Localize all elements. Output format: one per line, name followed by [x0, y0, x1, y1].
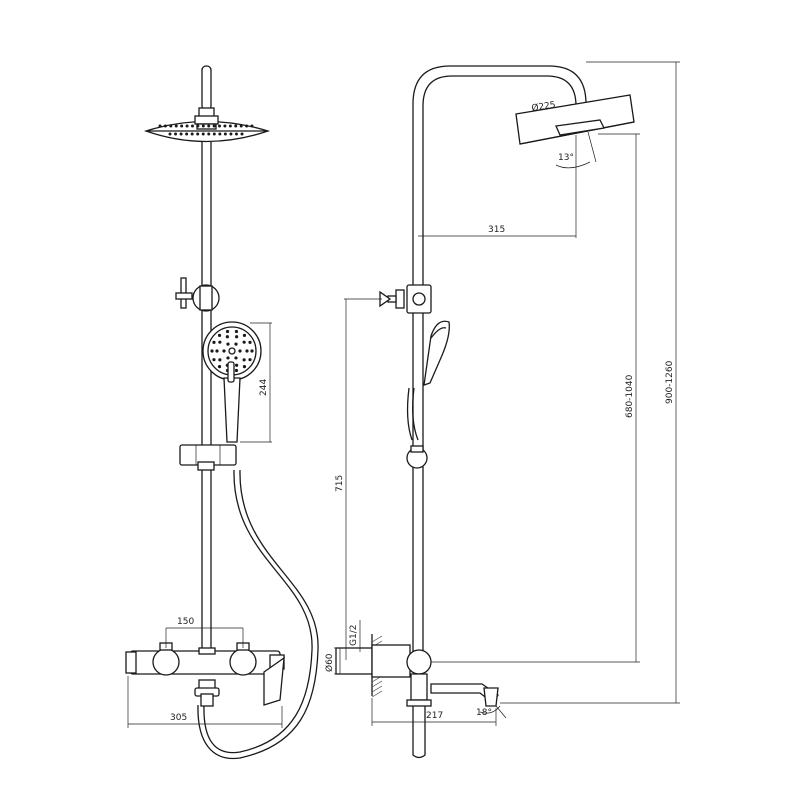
front-view: 150 305 244 [125, 65, 319, 760]
dim-680-1040-label: 680-1040 [625, 374, 635, 418]
side-riser-inner [422, 75, 577, 652]
front-slider-holder [179, 444, 237, 471]
side-rain-shower-head: Ø225 [515, 94, 635, 145]
dim-900-1260: 900-1260 [500, 61, 680, 704]
dim-715: 715 [335, 298, 382, 660]
angle-18: 18° [476, 705, 507, 719]
dim-305: 305 [127, 676, 283, 728]
dim-244: 244 [240, 322, 272, 443]
hand-shower-nozzles [210, 329, 254, 373]
front-top-pipe [201, 65, 212, 111]
dim-217: 217 [371, 698, 497, 726]
angle-13-label: 13° [558, 153, 574, 163]
angle-18-label: 18° [476, 708, 492, 718]
dim-680-1040: 680-1040 [431, 133, 640, 663]
front-rain-shower-head [143, 115, 271, 143]
dim-150: 150 [165, 617, 244, 648]
dia-60-label: Ø60 [324, 653, 335, 672]
dim-715-label: 715 [335, 475, 345, 492]
front-hand-shower [202, 321, 262, 443]
dim-900-1260-label: 900-1260 [665, 360, 675, 404]
dim-315-label: 315 [488, 225, 505, 235]
thread-g12: G1/2 [349, 620, 361, 652]
front-mixer-valve [125, 642, 285, 707]
rain-head-nozzles [158, 124, 254, 136]
thread-g12-label: G1/2 [349, 625, 359, 646]
dim-305-label: 305 [170, 713, 187, 723]
front-hose-outer [203, 469, 313, 754]
front-hose-inner [197, 469, 319, 760]
side-riser-outer [412, 65, 587, 652]
dim-150-label: 150 [177, 617, 194, 627]
side-hand-shower [406, 320, 450, 441]
dim-315: 315 [418, 225, 576, 237]
side-slider-holder [406, 445, 428, 469]
dim-217-label: 217 [426, 711, 443, 721]
dim-244-label: 244 [259, 379, 269, 396]
dim-dia-60: Ø60 [324, 647, 346, 675]
side-view: Ø225 13° 315 [324, 61, 680, 759]
angle-13: 13° [555, 131, 597, 238]
front-pipe-clamp [175, 277, 220, 312]
dia-225-label: Ø225 [531, 99, 557, 114]
side-pipe-clamp [379, 284, 432, 314]
side-mixer-valve [335, 644, 499, 759]
